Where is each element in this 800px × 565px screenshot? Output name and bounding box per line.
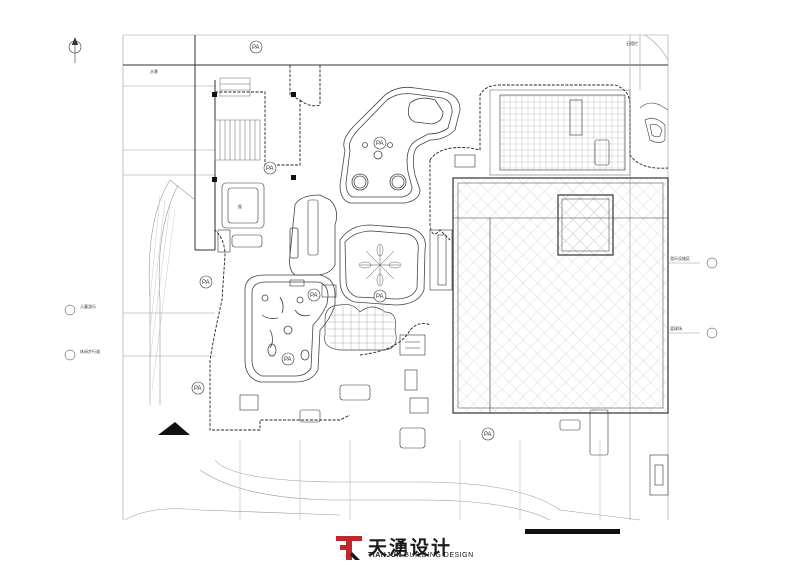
parking-marker-6: PA bbox=[202, 280, 210, 286]
north-arrow-icon bbox=[68, 37, 82, 63]
parking-marker-5: PA bbox=[376, 294, 384, 300]
left-label-1: 儿童游乐 bbox=[80, 303, 96, 309]
parking-marker-1: PA bbox=[252, 45, 260, 51]
top-left-note: 水景 bbox=[150, 68, 158, 74]
parking-marker-7: PA bbox=[194, 386, 202, 392]
brand-logo-icon bbox=[336, 536, 362, 560]
building-room-label: 屋 bbox=[238, 203, 242, 209]
left-label-2: 休闲步行道 bbox=[80, 348, 100, 354]
brand-name-cn: 天湧设计 bbox=[368, 537, 453, 559]
right-label-2: 篮球场 bbox=[670, 325, 682, 331]
brand-name-en-rest: BUILDING DESIGN bbox=[401, 552, 474, 559]
parking-marker-9: PA bbox=[484, 432, 492, 438]
parking-marker-3: PA bbox=[376, 141, 384, 147]
top-right-note: 石墙栏 bbox=[626, 40, 638, 46]
parking-marker-8: PA bbox=[284, 357, 292, 363]
right-label-1: 游乐设施区 bbox=[670, 255, 690, 261]
triangle-marker-icon bbox=[158, 422, 190, 435]
parking-marker-4: PA bbox=[310, 293, 318, 299]
brand-name-en: TIANJUN BUILDING DESIGN bbox=[368, 552, 474, 559]
brand-name-en-bold: TIANJUN bbox=[368, 552, 402, 559]
parking-marker-2: PA bbox=[266, 166, 274, 172]
